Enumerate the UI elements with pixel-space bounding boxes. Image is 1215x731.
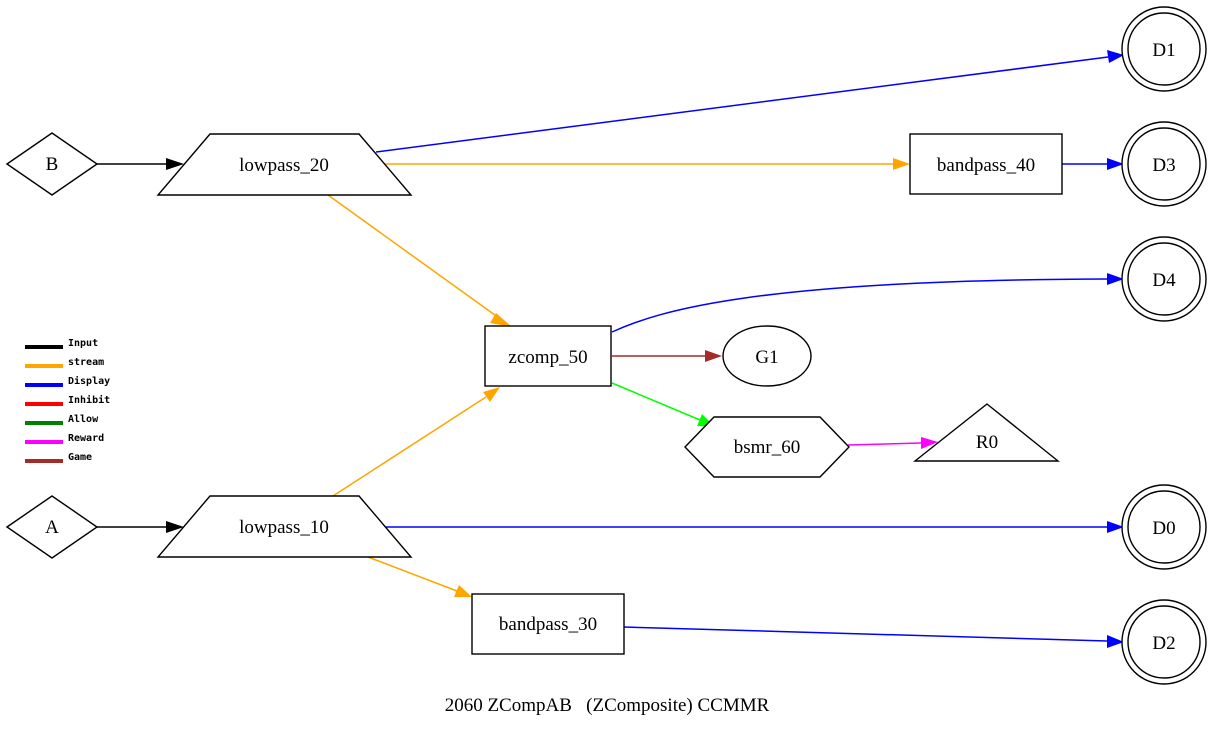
node-bsmr-60[interactable]: bsmr_60	[684, 416, 850, 478]
node-g1[interactable]: G1	[722, 325, 812, 387]
node-lowpass-10[interactable]: lowpass_10	[156, 495, 413, 558]
ellipse-shape	[722, 325, 812, 387]
arrowhead	[1107, 158, 1124, 170]
legend-label: Reward	[68, 433, 104, 444]
arrowhead	[921, 437, 938, 449]
node-label-bandpass-30: bandpass_30	[499, 614, 597, 635]
legend-label: Input	[68, 338, 98, 349]
legend-label: stream	[68, 357, 104, 368]
node-label-zcomp-50: zcomp_50	[508, 347, 587, 368]
edge-bandpass-30-to-d2	[623, 626, 1108, 642]
node-d1[interactable]: D1	[1121, 6, 1207, 92]
legend-label: Display	[68, 375, 110, 387]
legend-item: stream	[25, 357, 104, 368]
arrowhead	[483, 387, 500, 402]
node-a[interactable]: A	[5, 495, 99, 559]
node-zcomp-50[interactable]: zcomp_50	[484, 325, 612, 387]
node-label-d0: D0	[1152, 518, 1175, 539]
trapezium-shape	[156, 495, 413, 558]
node-label-d4: D4	[1152, 270, 1176, 291]
inner-circle	[1127, 242, 1201, 316]
edge-zcomp-50-to-bsmr-60	[611, 382, 701, 421]
node-label-d2: D2	[1152, 633, 1175, 654]
edge-lowpass-10-to-bandpass-30	[367, 556, 458, 592]
legend-item: Game	[25, 452, 92, 463]
edge-lowpass-20-to-zcomp-50	[327, 194, 500, 319]
node-label-bandpass-40: bandpass_40	[937, 155, 1035, 176]
arrowhead	[166, 158, 184, 170]
edge-lowpass-10-to-zcomp-50	[332, 396, 487, 497]
node-label-g1: G1	[755, 347, 778, 368]
diamond-shape	[5, 132, 99, 196]
node-d3[interactable]: D3	[1121, 121, 1207, 207]
edge-bsmr-60-to-r0	[847, 442, 922, 446]
node-r0[interactable]: R0	[912, 403, 1060, 462]
node-bandpass-30[interactable]: bandpass_30	[471, 593, 625, 655]
arrowhead	[1107, 273, 1124, 285]
node-d0[interactable]: D0	[1121, 484, 1207, 570]
inner-circle	[1127, 127, 1201, 201]
arrowhead	[1107, 50, 1124, 63]
arrowhead	[454, 585, 472, 597]
arrowhead	[166, 521, 184, 533]
node-label-lowpass-10: lowpass_10	[239, 517, 329, 538]
legend-item: Inhibit	[25, 394, 110, 406]
node-label-d3: D3	[1152, 155, 1175, 176]
node-label-a: A	[45, 517, 59, 538]
node-lowpass-20[interactable]: lowpass_20	[156, 133, 413, 196]
node-b[interactable]: B	[5, 132, 99, 196]
arrowhead	[893, 158, 910, 170]
inner-circle	[1127, 605, 1201, 679]
edge-zcomp-50-to-d4	[611, 278, 1108, 333]
legend-item: Display	[25, 375, 110, 387]
inner-circle	[1127, 12, 1201, 86]
box-shape	[909, 133, 1063, 195]
box-shape	[484, 325, 612, 387]
hexagon-shape	[684, 416, 850, 478]
node-label-d1: D1	[1152, 40, 1175, 61]
box-shape	[471, 593, 625, 655]
node-label-lowpass-20: lowpass_20	[239, 155, 329, 176]
node-bandpass-40[interactable]: bandpass_40	[909, 133, 1063, 195]
node-d4[interactable]: D4	[1121, 236, 1207, 322]
legend-label: Allow	[68, 414, 99, 425]
diamond-shape	[5, 495, 99, 559]
legend-item: Allow	[25, 414, 99, 425]
legend-label: Inhibit	[68, 394, 110, 406]
arrowhead	[1107, 635, 1124, 648]
legend-label: Game	[68, 452, 92, 463]
arrowhead	[490, 313, 512, 327]
trapezium-shape	[156, 133, 413, 196]
edge-lowpass-20-to-d1	[375, 56, 1109, 153]
node-label-b: B	[46, 154, 59, 175]
diagram-caption: 2060 ZCompAB (ZComposite) CCMMR	[445, 695, 770, 716]
inner-circle	[1127, 490, 1201, 564]
node-label-r0: R0	[976, 432, 998, 453]
node-d2[interactable]: D2	[1121, 599, 1207, 685]
triangle-shape	[912, 403, 1060, 462]
legend-item: Input	[25, 338, 98, 349]
node-label-bsmr-60: bsmr_60	[734, 437, 801, 458]
legend-item: Reward	[25, 433, 104, 444]
arrowhead	[1107, 521, 1124, 533]
arrowhead	[705, 350, 722, 362]
